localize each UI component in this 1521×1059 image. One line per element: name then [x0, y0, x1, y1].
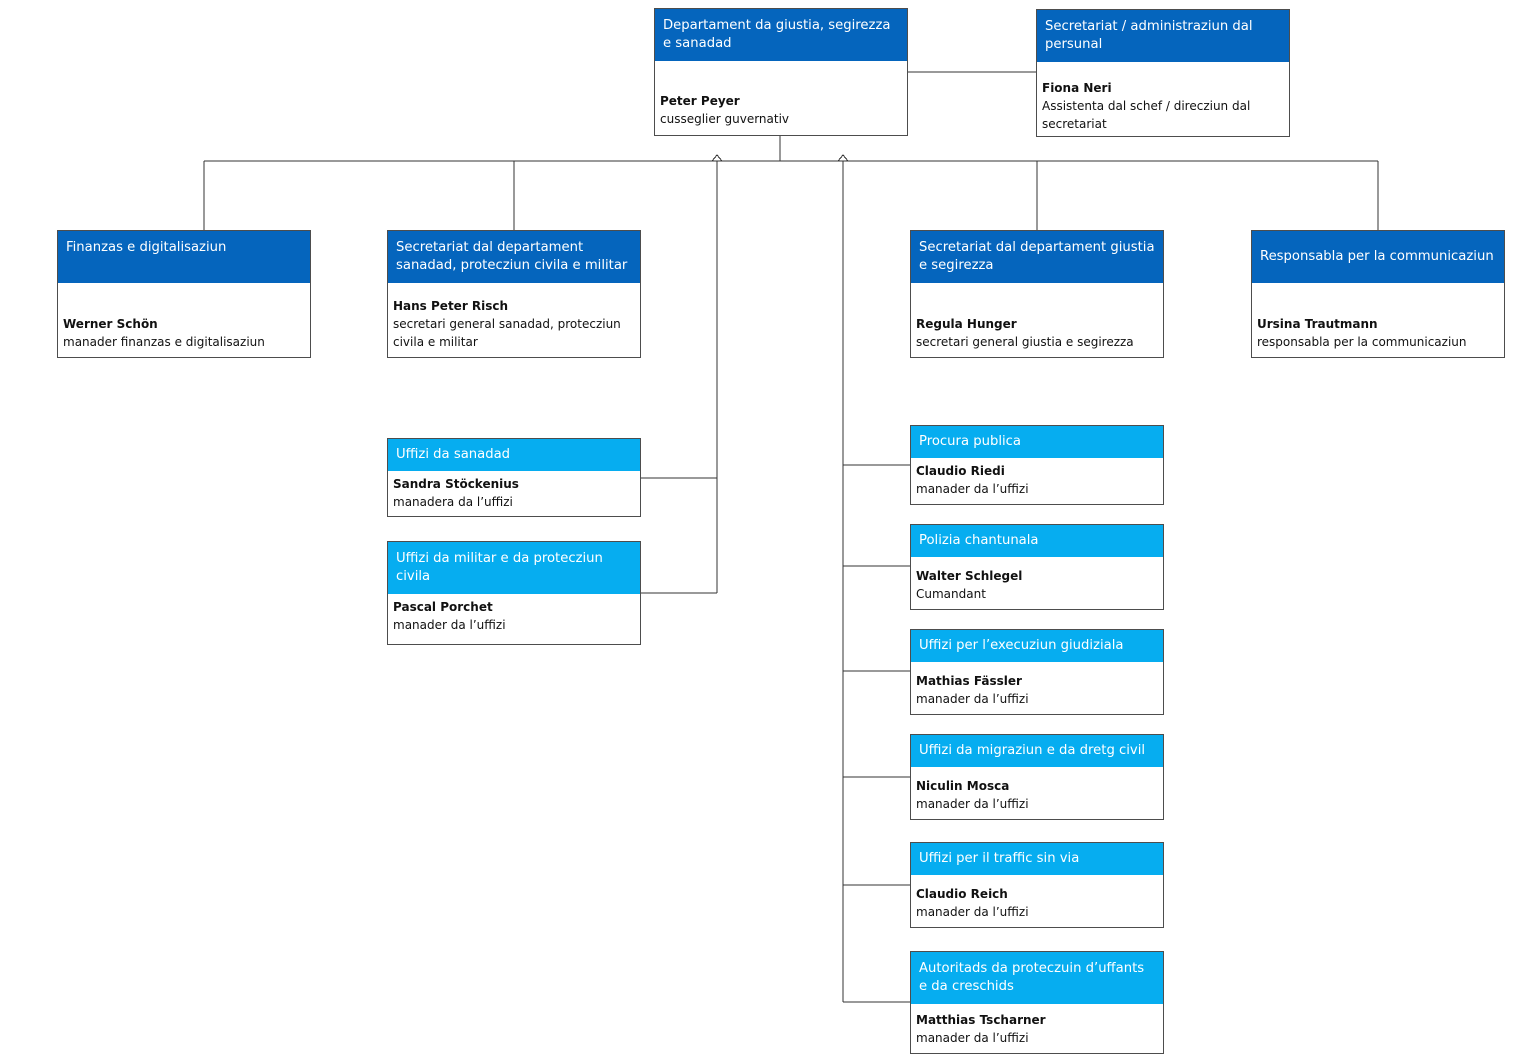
org-unit-finance: Finanzas e digitalisaziun Werner Schön m… [57, 230, 311, 358]
person-role: responsabla per la communicaziun [1257, 335, 1467, 349]
person-name: Peter Peyer [660, 94, 740, 108]
person-role: Cumandant [916, 587, 986, 601]
org-unit-enforcement-office: Uffizi per l’execuziun giudiziala Mathia… [910, 629, 1164, 715]
unit-header: Secretariat dal departament sanadad, pro… [388, 231, 640, 283]
person-name: Regula Hunger [916, 317, 1017, 331]
unit-body: Walter Schlegel Cumandant [911, 557, 1163, 609]
org-unit-staff: Secretariat / administraziun dal persuna… [1036, 9, 1290, 137]
org-unit-traffic-office: Uffizi per il traffic sin via Claudio Re… [910, 842, 1164, 928]
person-role: cusseglier guvernativ [660, 112, 790, 126]
person-name: Mathias Fässler [916, 674, 1022, 688]
unit-title: Finanzas e digitalisaziun [66, 240, 227, 255]
org-unit-secretariat-justice: Secretariat dal departament giustia e se… [910, 230, 1164, 358]
unit-header: Secretariat / administraziun dal persuna… [1037, 10, 1289, 62]
person-role: manader da l’uffizi [916, 905, 1029, 919]
unit-title: Uffizi da militar e da protecziun civila [396, 551, 603, 584]
unit-title: Uffizi per l’execuziun giudiziala [919, 638, 1124, 653]
person-role: manader da l’uffizi [916, 692, 1029, 706]
unit-title: Responsabla per la communicaziun [1260, 249, 1494, 264]
unit-header: Responsabla per la communicaziun [1252, 231, 1504, 283]
unit-body: Sandra Stöckenius manadera da l’uffizi [388, 471, 640, 516]
unit-body: Claudio Reich manader da l’uffizi [911, 875, 1163, 927]
person-role: manader da l’uffizi [916, 482, 1029, 496]
unit-header: Uffizi da migraziun e da dretg civil [911, 735, 1163, 767]
org-unit-military-office: Uffizi da militar e da protecziun civila… [387, 541, 641, 645]
unit-title: Secretariat dal departament sanadad, pro… [396, 240, 628, 273]
person-role: secretari general giustia e segirezza [916, 335, 1134, 349]
unit-body: Fiona Neri Assistenta dal schef / direcz… [1037, 62, 1289, 136]
unit-title: Secretariat / administraziun dal persuna… [1045, 19, 1253, 52]
connector-right-branch [837, 154, 849, 162]
unit-title: Uffizi da migraziun e da dretg civil [919, 743, 1146, 758]
unit-header: Finanzas e digitalisaziun [58, 231, 310, 283]
unit-title: Secretariat dal departament giustia e se… [919, 240, 1155, 273]
person-name: Sandra Stöckenius [393, 477, 519, 491]
unit-header: Autoritads da proteczuin d’uffants e da … [911, 952, 1163, 1004]
unit-header: Polizia chantunala [911, 525, 1163, 557]
unit-header: Departament da giustia, segirezza e sana… [655, 9, 907, 61]
person-name: Claudio Riedi [916, 464, 1005, 478]
unit-body: Peter Peyer cusseglier guvernativ [655, 61, 907, 135]
org-unit-secretariat-health: Secretariat dal departament sanadad, pro… [387, 230, 641, 358]
person-name: Ursina Trautmann [1257, 317, 1378, 331]
unit-header: Uffizi per l’execuziun giudiziala [911, 630, 1163, 662]
unit-header: Secretariat dal departament giustia e se… [911, 231, 1163, 283]
unit-body: Matthias Tscharner manader da l’uffizi [911, 1004, 1163, 1053]
person-role: manadera da l’uffizi [393, 495, 513, 509]
unit-body: Hans Peter Risch secretari general sanad… [388, 283, 640, 357]
person-name: Claudio Reich [916, 887, 1008, 901]
unit-header: Uffizi da sanadad [388, 439, 640, 471]
unit-body: Werner Schön manader finanzas e digitali… [58, 283, 310, 357]
person-role: manader da l’uffizi [916, 797, 1029, 811]
person-name: Niculin Mosca [916, 779, 1010, 793]
unit-title: Departament da giustia, segirezza e sana… [663, 18, 891, 51]
unit-title: Polizia chantunala [919, 533, 1039, 548]
org-unit-prosecution: Procura publica Claudio Riedi manader da… [910, 425, 1164, 505]
org-unit-department: Departament da giustia, segirezza e sana… [654, 8, 908, 136]
unit-title: Uffizi da sanadad [396, 447, 511, 462]
person-name: Werner Schön [63, 317, 158, 331]
org-unit-police: Polizia chantunala Walter Schlegel Cuman… [910, 524, 1164, 610]
person-name: Fiona Neri [1042, 81, 1112, 95]
unit-body: Niculin Mosca manader da l’uffizi [911, 767, 1163, 819]
unit-header: Uffizi da militar e da protecziun civila [388, 542, 640, 594]
unit-body: Claudio Riedi manader da l’uffizi [911, 458, 1163, 504]
org-unit-child-protection: Autoritads da proteczuin d’uffants e da … [910, 951, 1164, 1054]
person-name: Hans Peter Risch [393, 299, 509, 313]
person-name: Walter Schlegel [916, 569, 1023, 583]
person-role: secretari general sanadad, protecziun ci… [393, 317, 621, 349]
unit-body: Mathias Fässler manader da l’uffizi [911, 662, 1163, 714]
person-name: Matthias Tscharner [916, 1013, 1046, 1027]
org-unit-communication: Responsabla per la communicaziun Ursina … [1251, 230, 1505, 358]
unit-body: Pascal Porchet manader da l’uffizi [388, 594, 640, 644]
person-name: Pascal Porchet [393, 600, 493, 614]
unit-title: Uffizi per il traffic sin via [919, 851, 1080, 866]
unit-body: Regula Hunger secretari general giustia … [911, 283, 1163, 357]
connector-left-branch [711, 154, 723, 162]
unit-title: Procura publica [919, 434, 1021, 449]
unit-header: Uffizi per il traffic sin via [911, 843, 1163, 875]
org-unit-health-office: Uffizi da sanadad Sandra Stöckenius mana… [387, 438, 641, 517]
person-role: manader da l’uffizi [393, 618, 506, 632]
person-role: manader finanzas e digitalisaziun [63, 335, 265, 349]
person-role: Assistenta dal schef / direcziun dal sec… [1042, 99, 1251, 131]
unit-title: Autoritads da proteczuin d’uffants e da … [919, 961, 1145, 994]
unit-header: Procura publica [911, 426, 1163, 458]
org-unit-migration-office: Uffizi da migraziun e da dretg civil Nic… [910, 734, 1164, 820]
person-role: manader da l’uffizi [916, 1031, 1029, 1045]
unit-body: Ursina Trautmann responsabla per la comm… [1252, 283, 1504, 357]
